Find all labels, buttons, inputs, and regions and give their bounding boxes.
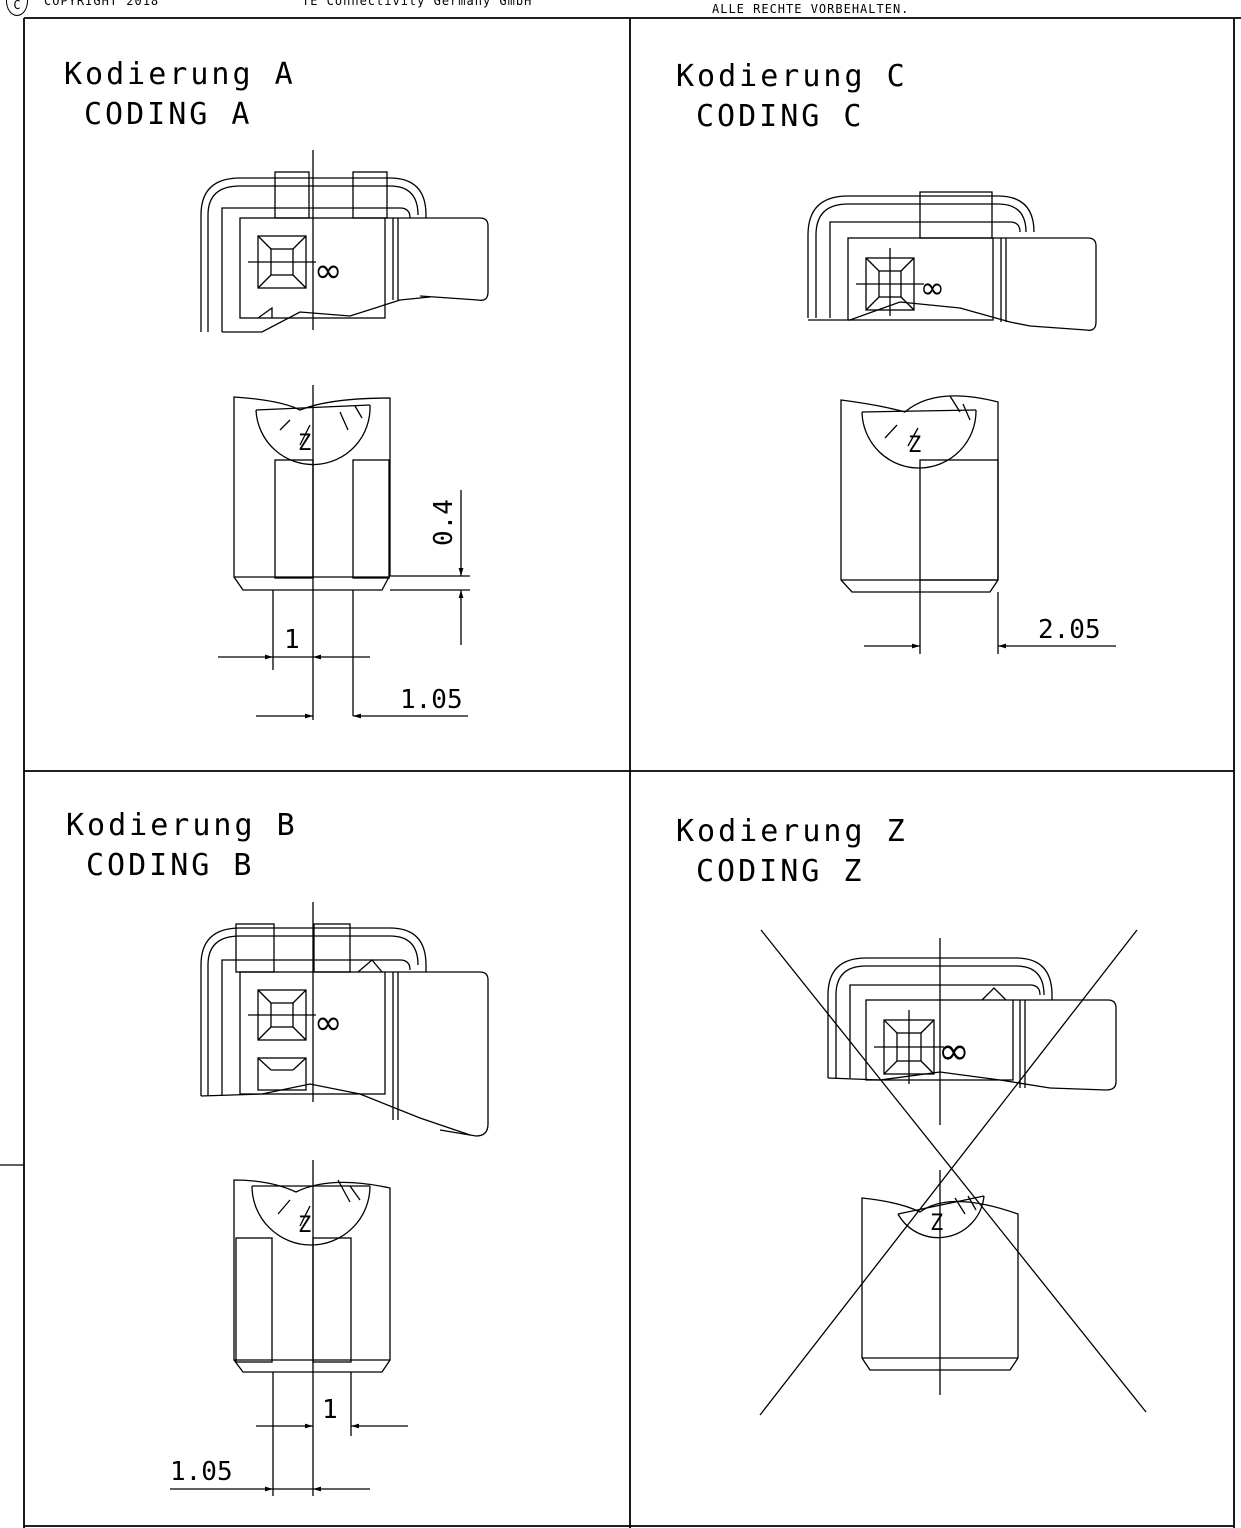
panel-z-front-view: Z: [861, 1170, 1019, 1395]
invalid-cross-mark: [759, 929, 1147, 1416]
panel-a-front-view: Z 0.4 1 1.05: [218, 385, 470, 720]
dim-a-width: 1: [284, 625, 300, 655]
panel-a-title-en: CODING A: [84, 97, 253, 132]
coding-mark-z: Z: [930, 1211, 943, 1236]
infinity-marking-a: ∞: [314, 251, 342, 291]
coding-mark-b: Z: [298, 1213, 311, 1238]
dim-b-offset: 1.05: [170, 1457, 233, 1487]
panel-c-title-en: CODING C: [696, 99, 865, 134]
panel-b-top-view: ∞: [200, 902, 489, 1137]
title-block-strip: C COPYRIGHT 2018 TE Connectivity Germany…: [0, 0, 1241, 20]
panel-a-top-view: ∞: [200, 150, 489, 333]
dim-a-offset: 1.05: [400, 685, 463, 715]
dim-b-width: 1: [322, 1395, 338, 1425]
coding-mark-a: Z: [298, 431, 311, 456]
panel-c-title-de: Kodierung C: [676, 59, 908, 94]
copyright-text: COPYRIGHT 2018: [44, 0, 160, 8]
infinity-marking-b: ∞: [314, 1003, 342, 1043]
infinity-marking-c: ∞: [920, 271, 945, 306]
panel-c-front-view: Z 2.05: [840, 395, 1116, 654]
dim-c-offset: 2.05: [1038, 615, 1101, 645]
panel-z-title-de: Kodierung Z: [676, 814, 908, 849]
panel-a-title-de: Kodierung A: [64, 57, 296, 92]
panel-b-title-de: Kodierung B: [66, 808, 298, 843]
panel-c-top-view: ∞: [807, 191, 1097, 331]
company-name: TE Connectivity Germany GmbH: [302, 0, 533, 8]
panel-b-title-en: CODING B: [86, 848, 255, 883]
panel-b-front-view: Z 1 1.05: [170, 1160, 408, 1496]
panel-z-top-view: ∞: [827, 938, 1117, 1125]
dim-a-gap: 0.4: [429, 499, 459, 546]
infinity-marking-z: ∞: [938, 1029, 970, 1073]
drawing-frame: [0, 17, 1241, 1528]
rights-notice: ALLE RECHTE VORBEHALTEN.: [712, 2, 910, 16]
coding-mark-c: Z: [908, 433, 921, 458]
panel-z-title-en: CODING Z: [696, 854, 865, 889]
